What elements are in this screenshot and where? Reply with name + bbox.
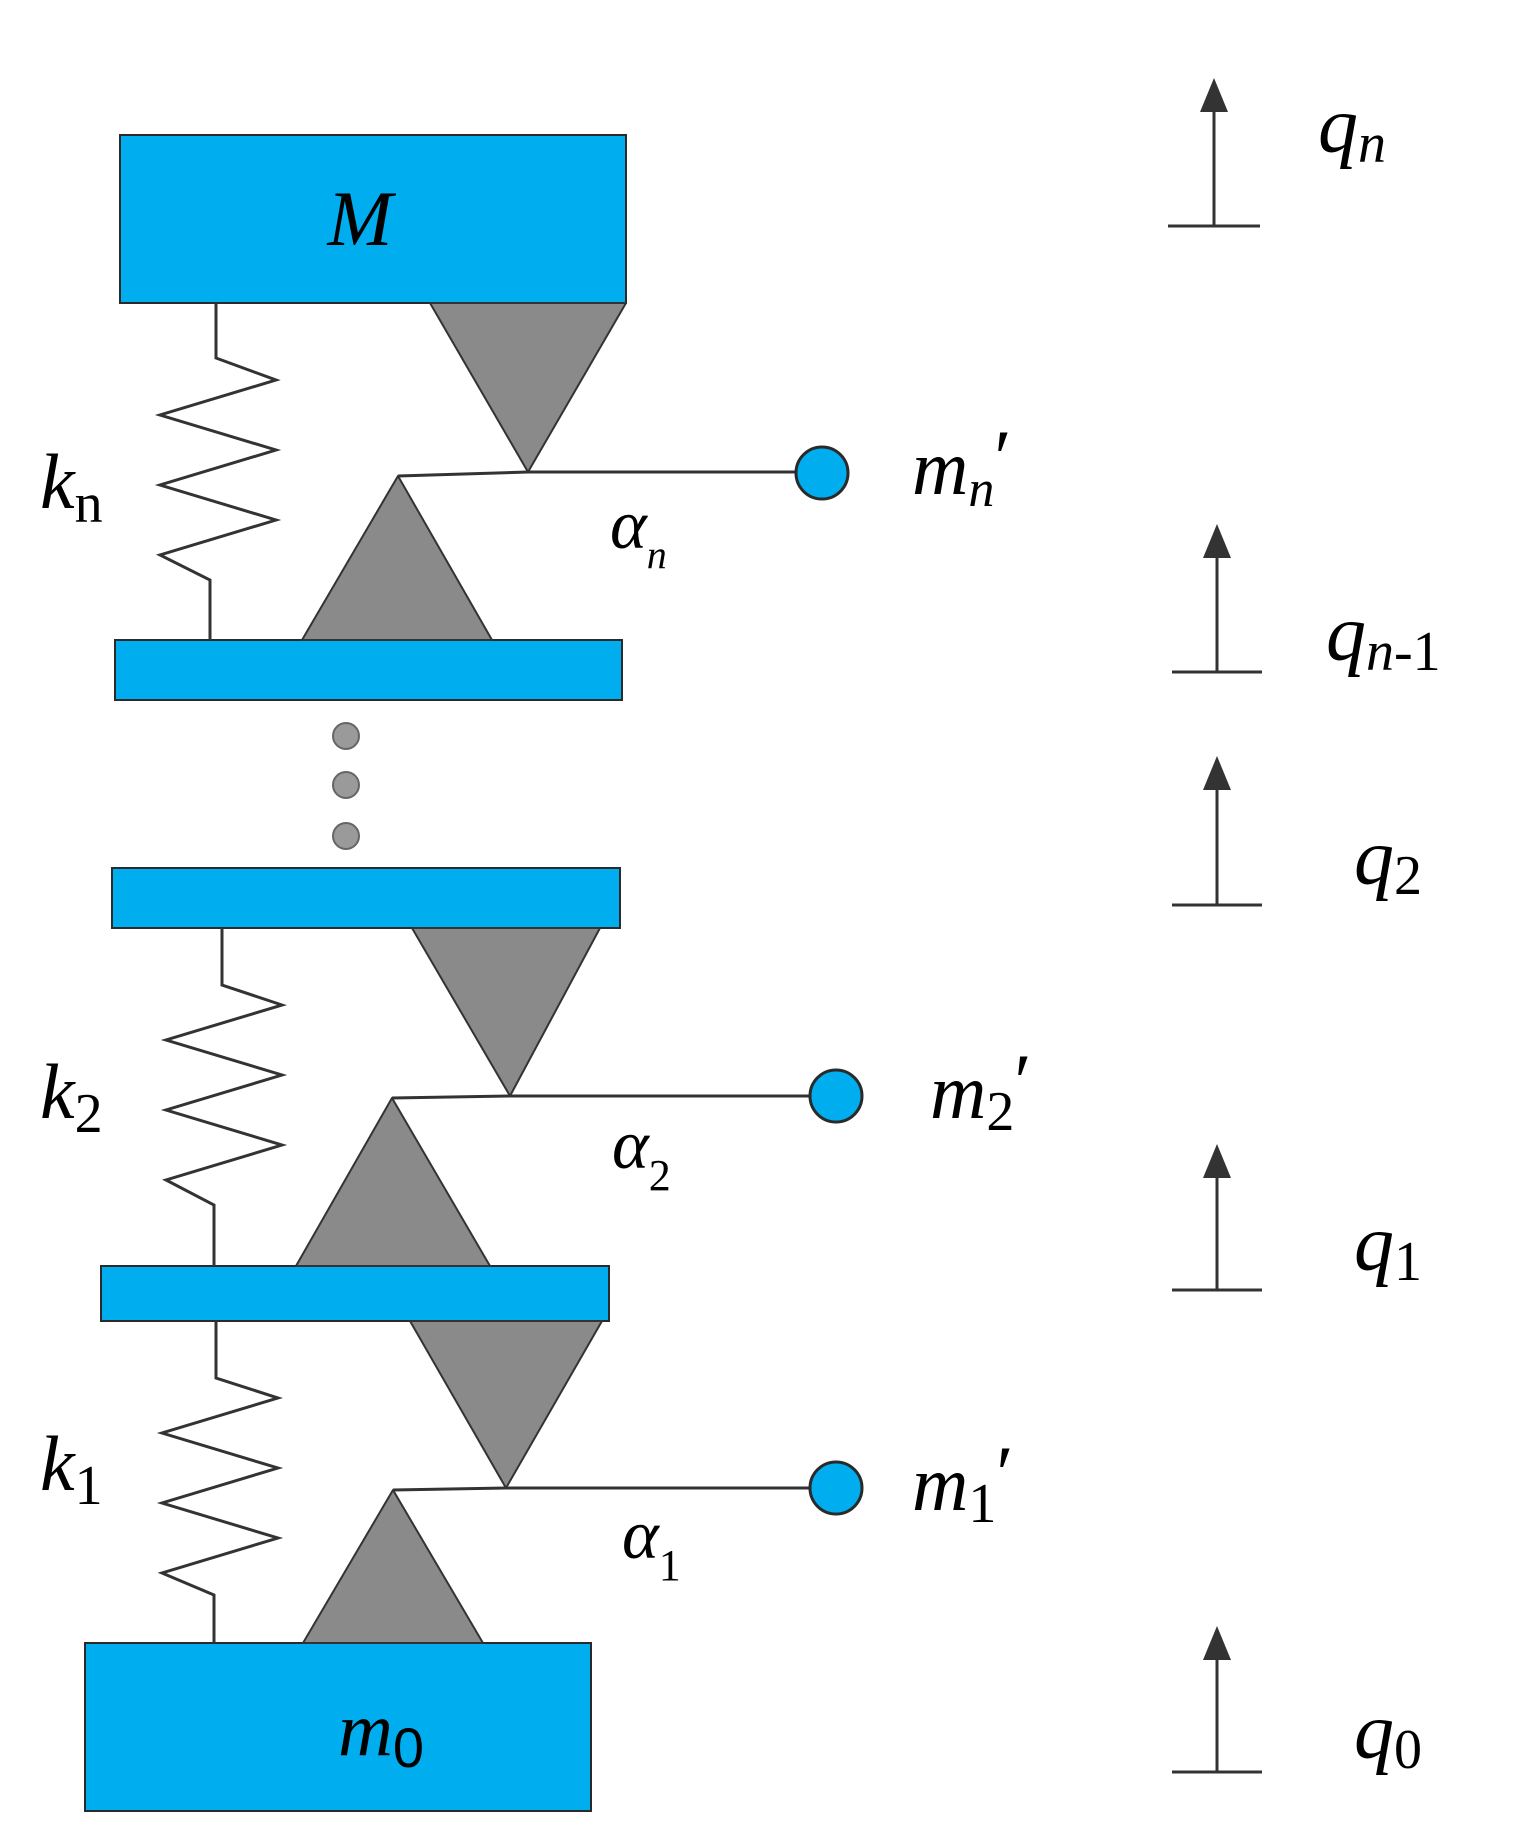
pendulum-mass-2: [808, 1068, 864, 1124]
displacement-arrow-q0: [1172, 1626, 1262, 1774]
wedge-bottom-n: [301, 475, 493, 641]
pendulum-label-m1: m1′: [912, 1430, 1013, 1535]
spring-label-kn: kn: [40, 438, 103, 535]
ellipsis-dot: [332, 822, 360, 850]
wedge-top-2: [411, 927, 601, 1097]
plate-1: [100, 1265, 610, 1322]
angle-label-alpha-1: α1: [622, 1497, 681, 1590]
coord-label-q0: q0: [1354, 1688, 1422, 1781]
displacement-arrow-qn-1: [1172, 524, 1262, 674]
plate-n: [114, 639, 623, 701]
plate-2: [111, 867, 621, 929]
pendulum-mass-n: [794, 445, 850, 501]
coord-label-q1: q1: [1354, 1200, 1422, 1293]
lever-n: [397, 470, 822, 478]
angle-label-alpha-n: αn: [610, 487, 667, 577]
mass-m0-label: m0: [338, 1688, 424, 1779]
displacement-arrow-q2: [1172, 756, 1262, 907]
spring-label-k1: k1: [40, 1420, 103, 1517]
ellipsis-dot: [332, 722, 360, 750]
wedge-top-n: [429, 302, 627, 473]
mass-M-block: [119, 134, 627, 304]
spring-k1: [156, 1321, 284, 1643]
coord-label-qn-1: qn-1: [1326, 590, 1441, 683]
lever-1: [392, 1486, 836, 1492]
spring-k2: [160, 928, 288, 1266]
mass-m0-main: m: [338, 1688, 393, 1772]
wedge-top-1: [409, 1320, 603, 1489]
mass-m0-block: [84, 1642, 592, 1812]
pendulum-label-m2: m2′: [930, 1038, 1031, 1143]
ellipsis-dot: [332, 771, 360, 799]
mass-M-label: M: [327, 175, 397, 262]
vertical-ellipsis-icon: [332, 722, 360, 850]
spring-label-k2: k2: [40, 1048, 103, 1145]
displacement-arrow-q1: [1172, 1144, 1262, 1292]
angle-label-alpha-2: α2: [612, 1107, 671, 1200]
coord-label-qn: qn: [1318, 82, 1386, 175]
pendulum-mass-1: [808, 1460, 864, 1516]
wedge-bottom-1: [302, 1489, 484, 1644]
wedge-bottom-2: [295, 1097, 491, 1267]
spring-kn: [154, 303, 282, 640]
lever-2: [391, 1094, 836, 1100]
coord-label-q2: q2: [1354, 814, 1422, 907]
displacement-arrow-qn: [1168, 78, 1260, 228]
mass-m0-sub: 0: [393, 1716, 424, 1779]
pendulum-label-mn: mn′: [912, 414, 1011, 518]
